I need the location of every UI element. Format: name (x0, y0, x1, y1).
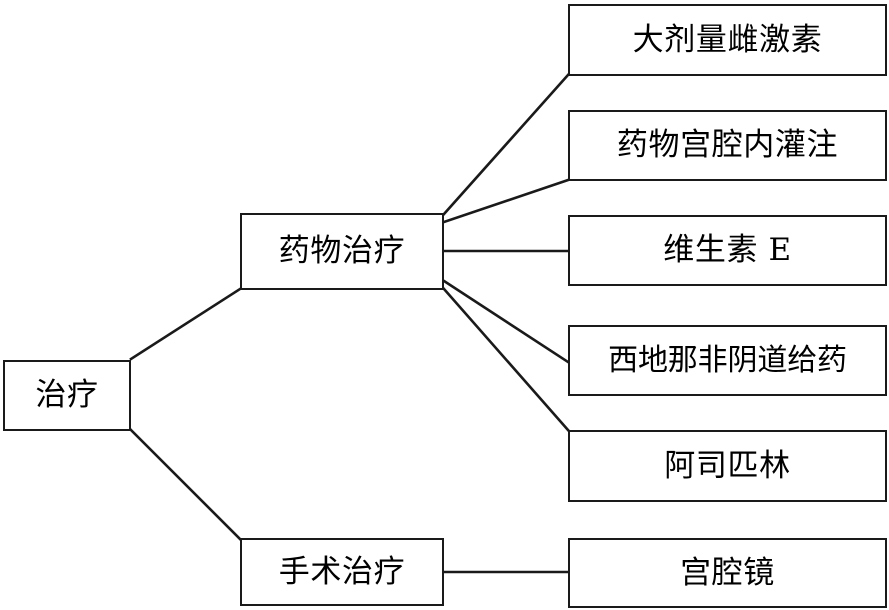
node-surgical-therapy[interactable]: 手术治疗 (240, 538, 444, 606)
node-intrauterine-drug-perfusion[interactable]: 药物宫腔内灌注 (568, 110, 887, 181)
node-high-dose-estrogen[interactable]: 大剂量雌激素 (568, 4, 887, 76)
edge-drug-to-intrauterine-drug-perfusion (442, 178, 570, 224)
node-root-label: 治疗 (35, 377, 99, 413)
node-drug-therapy[interactable]: 药物治疗 (240, 213, 444, 290)
edge-drug-to-high-dose-estrogen (442, 73, 570, 216)
edge-root-to-drug-therapy (129, 287, 242, 361)
node-vitamin-e-label: 维生素 E (663, 232, 792, 268)
edge-root-to-surgical-therapy (129, 428, 242, 541)
node-surgical-therapy-label: 手术治疗 (278, 553, 406, 590)
node-vaginal-sildenafil-label: 西地那非阴道给药 (608, 342, 847, 378)
node-aspirin-label: 阿司匹林 (664, 447, 791, 484)
node-root[interactable]: 治疗 (3, 360, 131, 431)
node-drug-therapy-label: 药物治疗 (278, 233, 406, 269)
node-hysteroscopy-label: 宫腔镜 (680, 554, 775, 591)
node-high-dose-estrogen-label: 大剂量雌激素 (632, 21, 823, 58)
node-vaginal-sildenafil[interactable]: 西地那非阴道给药 (568, 325, 887, 396)
edge-drug-to-aspirin (442, 287, 570, 432)
node-hysteroscopy[interactable]: 宫腔镜 (568, 538, 887, 608)
edge-drug-to-vaginal-sildenafil (442, 279, 570, 364)
node-vitamin-e[interactable]: 维生素 E (568, 215, 887, 286)
node-aspirin[interactable]: 阿司匹林 (568, 430, 887, 502)
node-intrauterine-drug-perfusion-label: 药物宫腔内灌注 (616, 127, 839, 163)
